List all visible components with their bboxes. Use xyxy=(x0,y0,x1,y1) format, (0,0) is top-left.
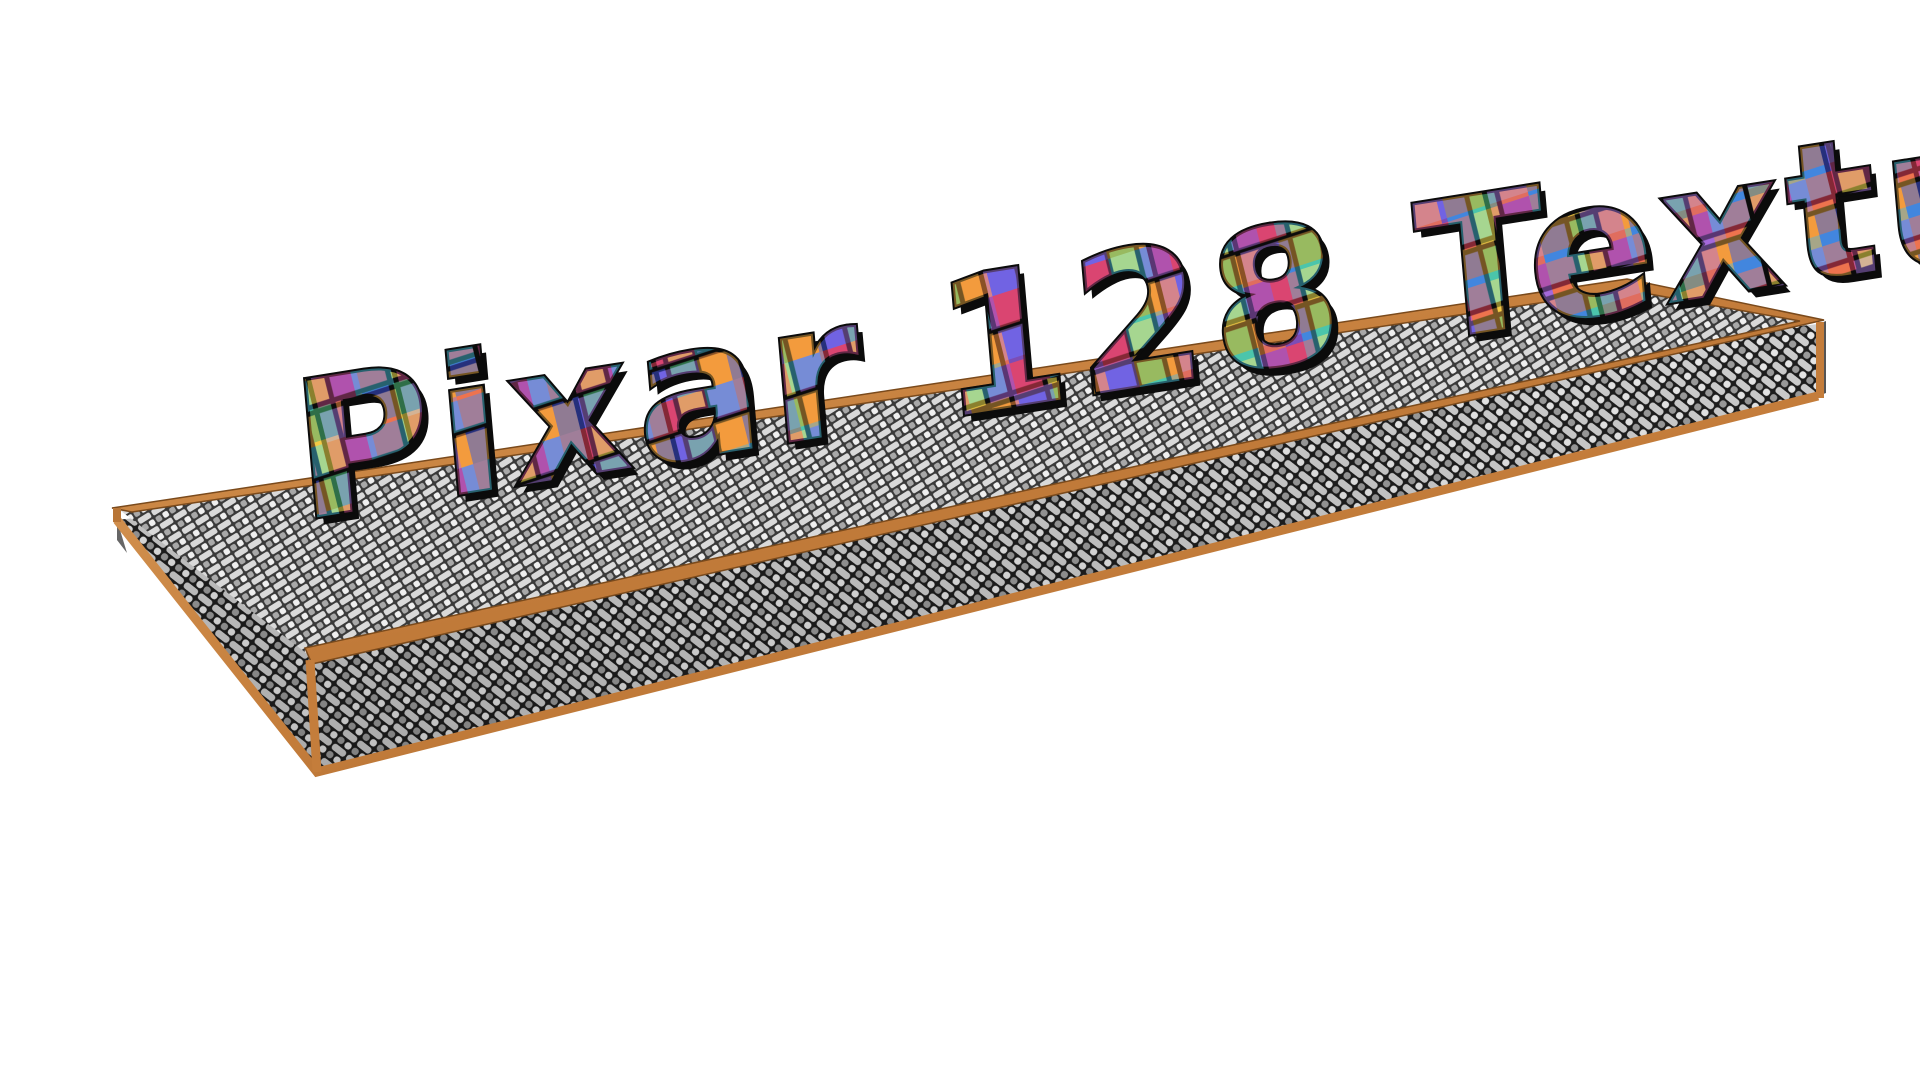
tray-top-surface xyxy=(117,283,1818,656)
woven-tray xyxy=(111,278,1826,778)
tray-rim xyxy=(111,278,1825,665)
